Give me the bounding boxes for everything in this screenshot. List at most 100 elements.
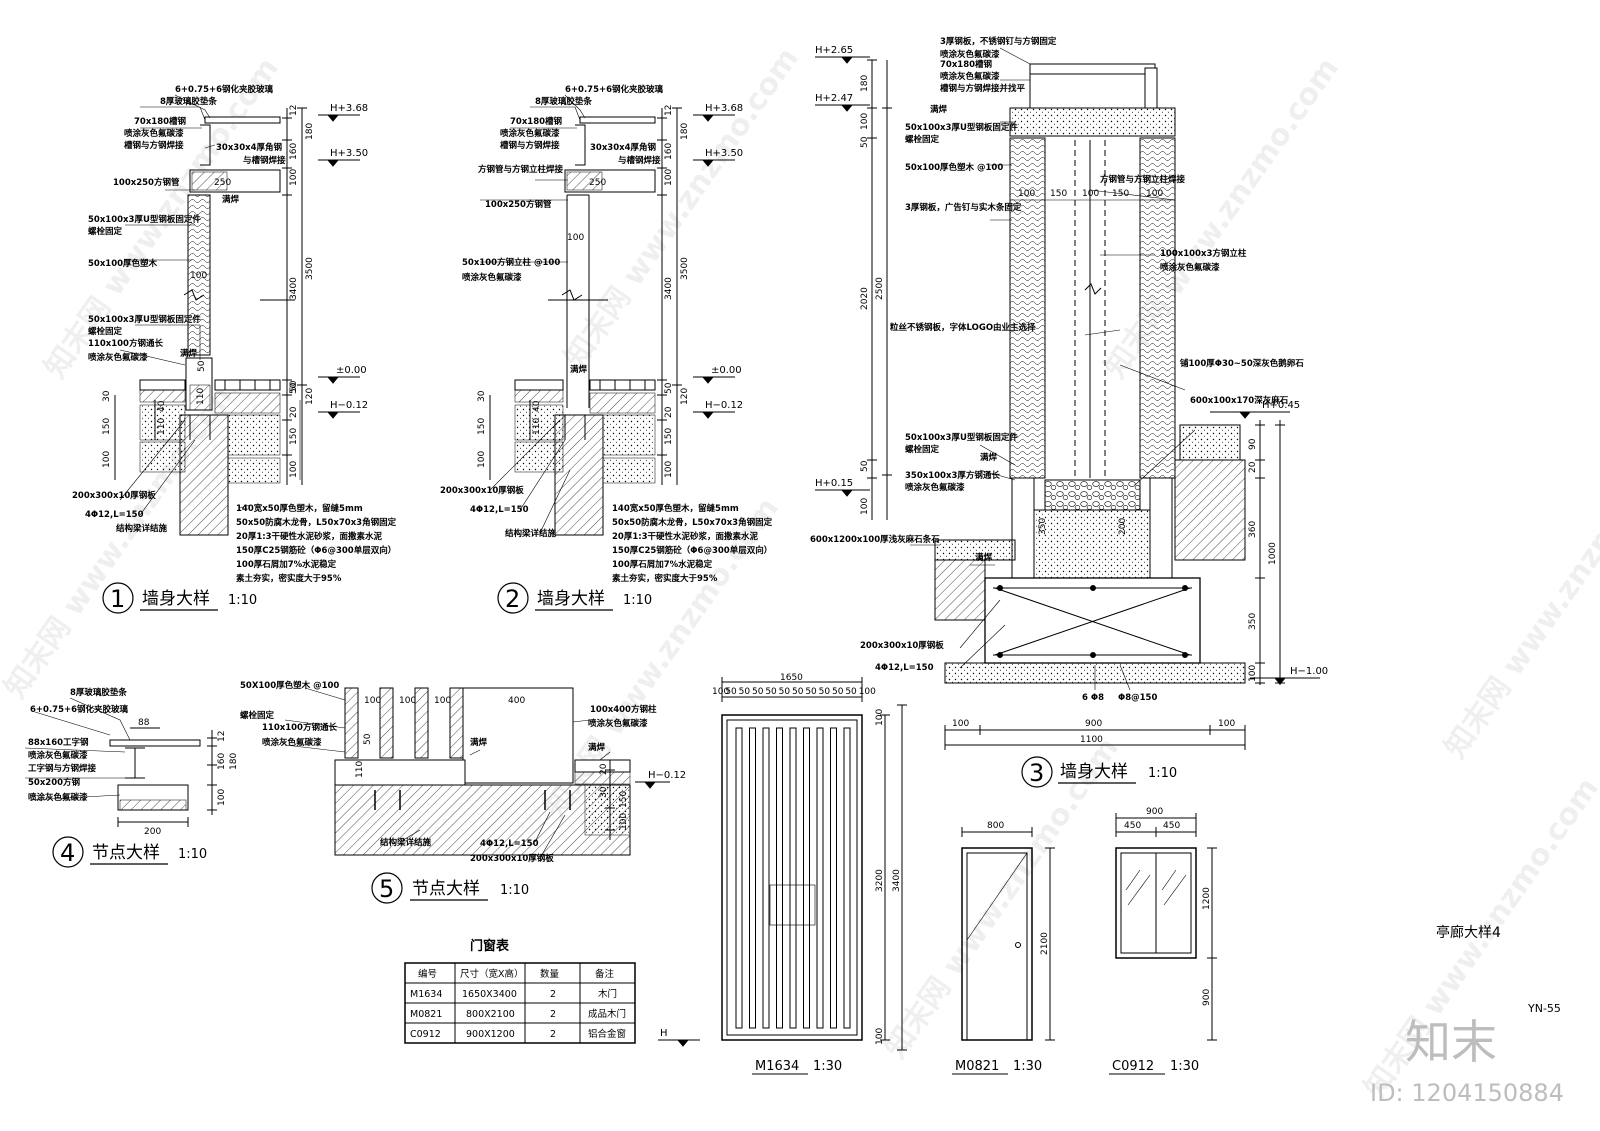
elevation-label: C0912	[1112, 1059, 1154, 1074]
note-weld: 与槽钢焊接	[618, 155, 661, 166]
drawing-number: YN-55	[1527, 1002, 1561, 1015]
note-paint: 喷涂灰色氟碳漆	[905, 482, 965, 493]
note-layer: 140宽x50厚色塑木，留缝5mm	[612, 503, 739, 514]
note-wood: 50x100厚色塑木 @100	[905, 162, 1003, 173]
dim-label: 20	[1248, 461, 1258, 473]
svg-text:2: 2	[550, 989, 556, 1000]
svg-text:900X1200: 900X1200	[466, 1029, 515, 1040]
level-mark: ±0.00	[711, 365, 742, 376]
dim-label: 100	[567, 233, 584, 243]
note-stud: 满焊	[980, 452, 998, 463]
dim-label: 3400	[664, 277, 674, 300]
note-glass: 6+0.75+6钢化夹胶玻璃	[30, 704, 129, 715]
note-logo: 粒丝不锈钢板，字体LOGO由业主选择	[890, 322, 1036, 333]
dim-label: 100	[399, 696, 416, 706]
door-slat	[803, 727, 810, 1029]
level-mark: H−1.00	[1290, 666, 1328, 677]
dim-label: 88	[138, 718, 150, 728]
dim-label: 110	[196, 388, 206, 405]
detail-3-annotations: 3厚钢板，不锈钢钉与方钢固定 喷涂灰色氟碳漆 70x180槽钢 喷涂灰色氟碳漆 …	[810, 36, 1328, 788]
dim-label: 3400	[892, 869, 902, 892]
level-mark: H−0.12	[330, 400, 368, 411]
dim-label: 100	[619, 813, 629, 830]
detail-title: 墙身大样	[142, 589, 210, 609]
dim-label: 50	[752, 687, 764, 697]
dim-label: 110	[157, 418, 167, 435]
dim-label: 50	[197, 360, 207, 372]
detail-number: 5	[379, 875, 394, 903]
note-cap: 3厚钢板，不锈钢钉与方钢固定	[940, 36, 1057, 47]
dim-label: 1200	[1202, 887, 1212, 910]
note-angle: 30x30x4厚角钢	[216, 142, 283, 153]
elevation-label: M0821	[955, 1059, 999, 1074]
detail-title: 墙身大样	[537, 589, 605, 609]
svg-text:2: 2	[550, 1009, 556, 1020]
dim-label: 30	[477, 390, 487, 402]
note-layer: 100厚石屑加7%水泥稳定	[236, 559, 337, 570]
dim-label: 30	[599, 786, 609, 798]
note-channel: 70x180槽钢	[510, 116, 563, 127]
svg-text:800X2100: 800X2100	[466, 1009, 515, 1020]
level-mark: H+2.47	[815, 93, 853, 104]
level-mark: H+2.65	[815, 45, 853, 56]
dim-label: 200	[144, 827, 161, 837]
dim-label: 100	[859, 687, 876, 697]
dim-label: 50	[289, 382, 299, 394]
note-paint: 喷涂灰色氟碳漆	[588, 718, 648, 729]
note-glass: 6+0.75+6钢化夹胶玻璃	[565, 84, 664, 95]
note-bolt: 螺栓固定	[905, 444, 940, 455]
dim-label: 100	[1082, 189, 1099, 199]
note-weld: 槽钢与方钢焊接并找平	[940, 83, 1026, 94]
note-rebar: Φ8@150	[1118, 693, 1157, 703]
watermark-text: 知末网 www.znzmo.com	[1098, 51, 1346, 384]
svg-text:C0912: C0912	[410, 1029, 441, 1040]
dim-label: 100	[289, 169, 299, 186]
dim-label: 3200	[875, 869, 885, 892]
note-layer: 100厚石屑加7%水泥稳定	[612, 559, 713, 570]
detail-4-node	[24, 697, 217, 827]
note-stud: 满焊	[470, 737, 488, 748]
elevation-label: M1634	[755, 1059, 799, 1074]
note-stud: 满焊	[588, 742, 606, 753]
note-beam: 结构梁详结施	[505, 528, 557, 539]
elevation-scale: 1:30	[1170, 1059, 1199, 1074]
detail-number: 4	[60, 839, 75, 867]
svg-text:M0821: M0821	[410, 1009, 442, 1020]
door-slat	[843, 727, 851, 1029]
level-mark: H+3.68	[705, 103, 743, 114]
dim-label: 3500	[305, 257, 315, 280]
note-wood: 50X100厚色塑木 @100	[240, 680, 339, 691]
dim-label: 100	[664, 461, 674, 478]
detail-scale: 1:10	[623, 593, 652, 608]
dim-label: 100	[875, 709, 885, 726]
dim-label: 50	[363, 733, 373, 745]
note-wood: 50x100厚色塑木	[88, 258, 158, 269]
note-curb: 600x100x170深灰麻石	[1190, 395, 1289, 406]
dim-label: 1100	[1080, 735, 1103, 745]
dim-label: 900	[1146, 807, 1163, 817]
svg-text:M1634: M1634	[410, 989, 442, 1000]
dim-label: 360	[1248, 521, 1258, 538]
detail-5-node	[284, 687, 670, 859]
dim-label: 100	[712, 687, 729, 697]
table-header: 编号	[418, 968, 437, 980]
dim-label: 40	[532, 400, 542, 412]
door-window-table: 门窗表 编号 尺寸（宽X高） 数量 备注 M1634 1650X3400 2 木…	[404, 938, 636, 1044]
door-slat	[762, 727, 770, 1029]
note-weld: 方钢管与方钢立柱焊接	[478, 164, 564, 175]
dim-label: 900	[1085, 719, 1102, 729]
dim-label: 40	[157, 400, 167, 412]
note-stud: 满焊	[570, 364, 588, 375]
note-embed: 200x300x10厚钢板	[440, 485, 524, 496]
dim-label: 100	[664, 169, 674, 186]
svg-text:1650X3400: 1650X3400	[462, 989, 517, 1000]
level-mark: H	[660, 1028, 668, 1039]
note-layer: 150厚C25钢筋砼（Φ6@300单层双向）	[612, 545, 772, 556]
door-slat	[749, 727, 756, 1029]
dim-label: 3500	[680, 257, 690, 280]
dim-label: 250	[214, 178, 231, 188]
note-tube: 50x200方钢	[28, 777, 81, 788]
note-beam: 结构梁详结施	[116, 523, 168, 534]
note-embed: 200x300x10厚钢板	[72, 490, 156, 501]
